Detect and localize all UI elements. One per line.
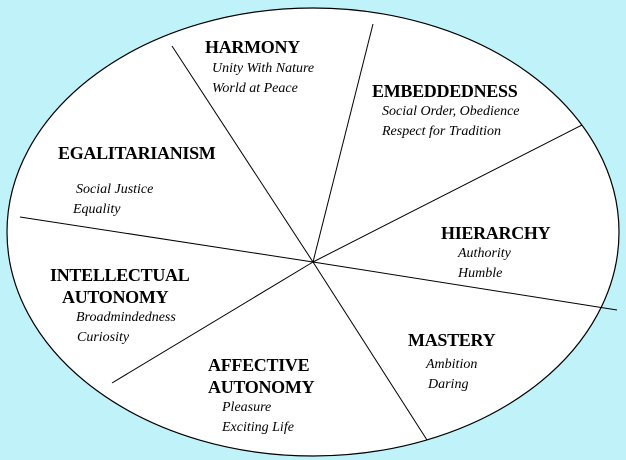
divider-mastery-affective [312,261,428,441]
segment-title: MASTERY [408,330,496,350]
segment-title: HIERARCHY [441,223,551,243]
segment-intellectual-autonomy: INTELLECTUAL AUTONOMY Broadmindedness Cu… [50,264,190,348]
divider-harmony-embeddedness [312,23,374,263]
divider-embeddedness-hierarchy [312,124,583,263]
segment-title: EMBEDDEDNESS [372,81,518,101]
outer-ellipse [6,7,620,457]
segment-mastery: MASTERY Ambition Daring [408,329,496,395]
segment-title-line: INTELLECTUAL [50,265,190,285]
segment-embeddedness: EMBEDDEDNESS Social Order, Obedience Res… [372,80,520,142]
segment-egalitarianism: EGALITARIANISM Social Justice Equality [58,142,216,220]
divider-intellectual-egalitarianism [19,216,314,263]
value-item: Daring [428,377,469,392]
value-item: Equality [73,202,121,217]
divider-harmony-egalitarianism [171,45,314,263]
divider-hierarchy-mastery [312,261,618,311]
segment-hierarchy: HIERARCHY Authority Humble [441,222,551,284]
value-item: Unity With Nature [212,61,315,76]
segment-title-line: AUTONOMY [62,287,169,307]
segment-affective-autonomy: AFFECTIVE AUTONOMY Pleasure Exciting Lif… [208,354,315,438]
value-item: Respect for Tradition [382,124,501,139]
value-item: Social Order, Obedience [382,104,520,119]
segment-title: HARMONY [205,37,300,57]
value-item: Curiosity [77,330,130,345]
value-item: Authority [458,246,511,261]
value-item: Broadmindedness [76,310,176,325]
value-item: Social Justice [76,182,154,197]
segment-title-line: AUTONOMY [208,377,315,397]
divider-affective-intellectual [111,261,314,384]
segment-title-line: AFFECTIVE [208,355,310,375]
value-item: Pleasure [222,400,272,415]
value-item: Ambition [426,357,478,372]
segment-title: EGALITARIANISM [58,143,216,163]
value-item: Exciting Life [222,420,294,435]
segment-harmony: HARMONY Unity With Nature World at Peace [205,36,314,99]
value-item: World at Peace [212,81,298,96]
value-item: Humble [458,266,503,281]
